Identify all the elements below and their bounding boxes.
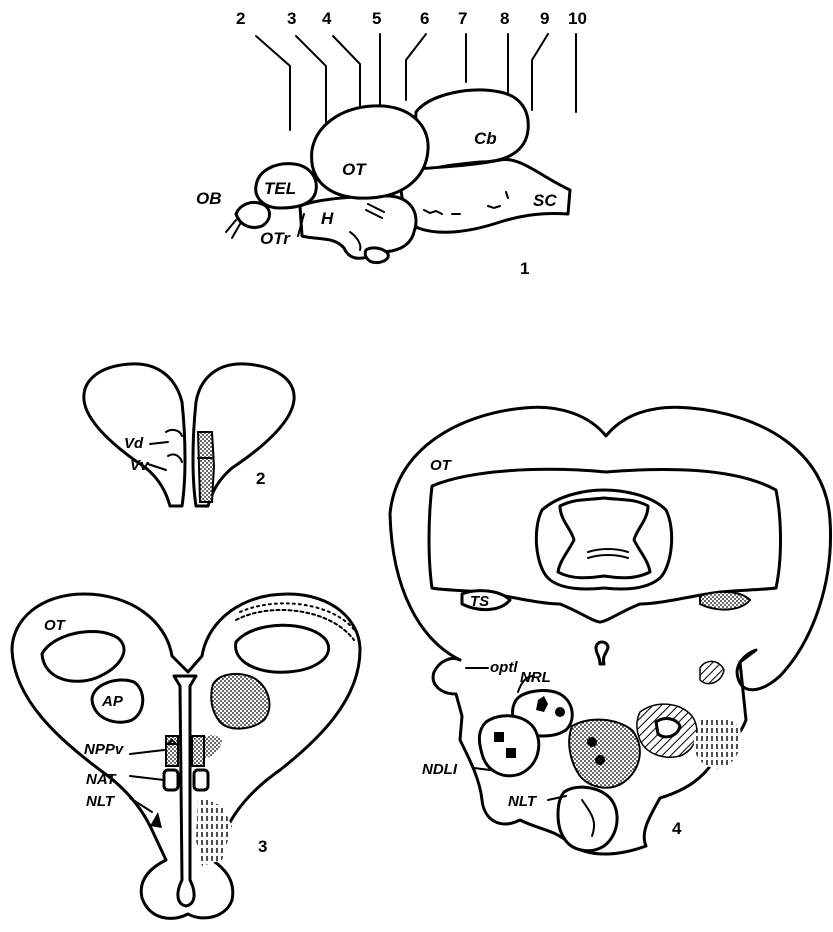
- section-number-9: 9: [540, 9, 549, 28]
- panel-number-1: 1: [520, 259, 529, 278]
- NAT-right-nucleus: [194, 770, 208, 790]
- section-number-4: 4: [322, 9, 332, 28]
- label-NLT: NLT: [86, 793, 116, 810]
- right-pretectal-stippling: [211, 674, 269, 729]
- NLT-nucleus: [558, 787, 617, 850]
- NAT-left-nucleus: [164, 770, 178, 790]
- NDLI-nucleus: [479, 716, 538, 776]
- section-number-3: 3: [287, 9, 296, 28]
- section-number-7: 7: [458, 9, 467, 28]
- label-Vd: Vd: [124, 435, 144, 452]
- central-dot-1: [587, 737, 597, 747]
- hypothalamus: [300, 196, 416, 258]
- section-number-2: 2: [236, 9, 245, 28]
- section-number-8: 8: [500, 9, 509, 28]
- section-number-5: 5: [372, 9, 381, 28]
- label-NAT: NAT: [86, 771, 118, 788]
- cerebellum: [416, 90, 529, 170]
- right-lateral-hatching: [694, 717, 741, 768]
- label-H: H: [321, 209, 334, 228]
- label-NRL: NRL: [520, 669, 551, 686]
- NPPv-right-nucleus: [192, 736, 204, 766]
- panel-4-midbrain-section: OT TS optl NRL NDLI NLT 4: [390, 407, 831, 854]
- section-number-labels: 2 3 4 5 6 7 8 9 10: [236, 9, 587, 28]
- label-TEL: TEL: [264, 179, 296, 198]
- label-OB: OB: [196, 189, 222, 208]
- right-ventricle-cavity: [236, 625, 329, 672]
- label-optl: optl: [490, 659, 518, 676]
- label-Cb: Cb: [474, 129, 497, 148]
- NDLI-square-1: [494, 732, 504, 742]
- central-dot-2: [595, 755, 605, 765]
- olfactory-bulb: [236, 202, 270, 227]
- panel-number-4: 4: [672, 819, 682, 838]
- section-number-10: 10: [568, 9, 587, 28]
- label-SC: SC: [533, 191, 557, 210]
- label-OT: OT: [342, 160, 367, 179]
- label-TS: TS: [470, 593, 489, 610]
- label-OT: OT: [430, 457, 453, 474]
- label-OT: OT: [44, 617, 67, 634]
- right-ventral-stippling: [198, 432, 214, 502]
- panel-number-3: 3: [258, 837, 267, 856]
- label-AP: AP: [101, 693, 124, 710]
- panel-1-lateral-brain: 2 3 4 5 6 7 8 9 10: [196, 9, 587, 278]
- label-NDLI: NDLI: [422, 761, 458, 778]
- panel-3-tectal-section: OT AP NPPv NAT NLT 3: [12, 594, 360, 918]
- label-OTr: OTr: [260, 229, 291, 248]
- optic-tectum: [312, 106, 429, 198]
- section-number-6: 6: [420, 9, 429, 28]
- NRL-dot: [555, 707, 565, 717]
- NDLI-square-2: [506, 748, 516, 758]
- panel-number-2: 2: [256, 469, 265, 488]
- label-NLT: NLT: [508, 793, 538, 810]
- panel-2-telencephalon-section: Vd Vv 2: [84, 364, 294, 506]
- right-inner-nucleus: [656, 719, 680, 737]
- right-torus-stippling: [700, 592, 750, 610]
- pituitary: [365, 248, 388, 263]
- label-NPPv: NPPv: [84, 741, 125, 758]
- label-Vv: Vv: [130, 457, 150, 474]
